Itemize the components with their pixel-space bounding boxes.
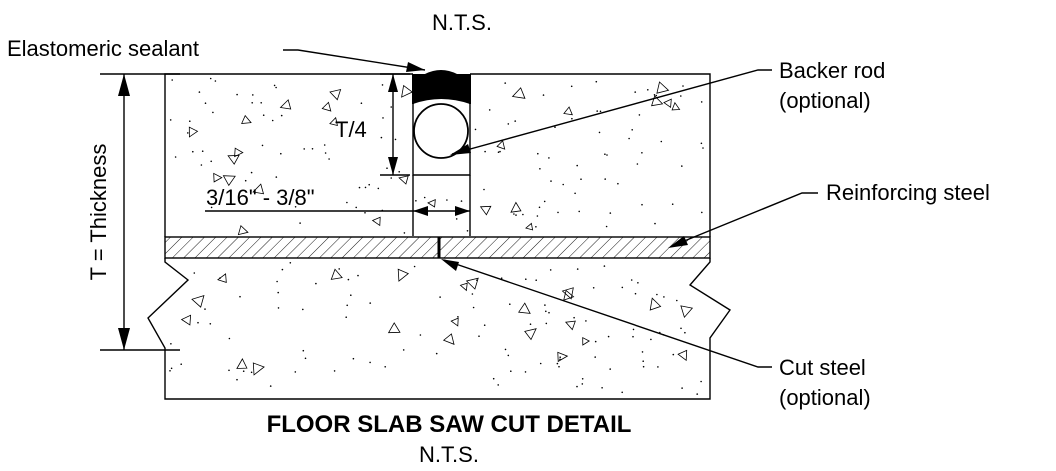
thickness-label: T = Thickness: [86, 144, 111, 281]
joint-width-label: 3/16" - 3/8": [206, 185, 315, 210]
elastomeric-sealant-callout: Elastomeric sealant: [7, 36, 426, 72]
backer-rod-callout: Backer rod (optional): [450, 58, 885, 155]
joint-width-dimension: 3/16" - 3/8": [205, 175, 471, 236]
cut-steel-callout: Cut steel (optional): [441, 259, 871, 410]
bottom-scale-note: N.T.S.: [419, 442, 479, 467]
concrete-aggregate-texture: [169, 77, 704, 395]
reinforcing-steel-callout: Reinforcing steel: [668, 180, 990, 248]
thickness-dimension: T = Thickness: [86, 73, 180, 351]
concrete-slab: [147, 73, 732, 400]
quarter-thickness-label: T/4: [335, 117, 367, 142]
reinforcing-steel-label: Reinforcing steel: [826, 180, 990, 205]
quarter-thickness-dimension: T/4: [335, 73, 410, 176]
drawing-title: FLOOR SLAB SAW CUT DETAIL: [267, 411, 632, 438]
backer-rod-label: Backer rod: [779, 58, 885, 83]
cut-steel-label: Cut steel: [779, 355, 866, 380]
top-scale-note: N.T.S.: [432, 10, 492, 35]
elastomeric-sealant-fill: [413, 70, 470, 104]
backer-rod-circle: [413, 103, 469, 159]
saw-cut-joint: [412, 70, 471, 258]
elastomeric-sealant-label: Elastomeric sealant: [7, 36, 199, 61]
backer-rod-optional-label: (optional): [779, 88, 871, 113]
cut-steel-optional-label: (optional): [779, 385, 871, 410]
